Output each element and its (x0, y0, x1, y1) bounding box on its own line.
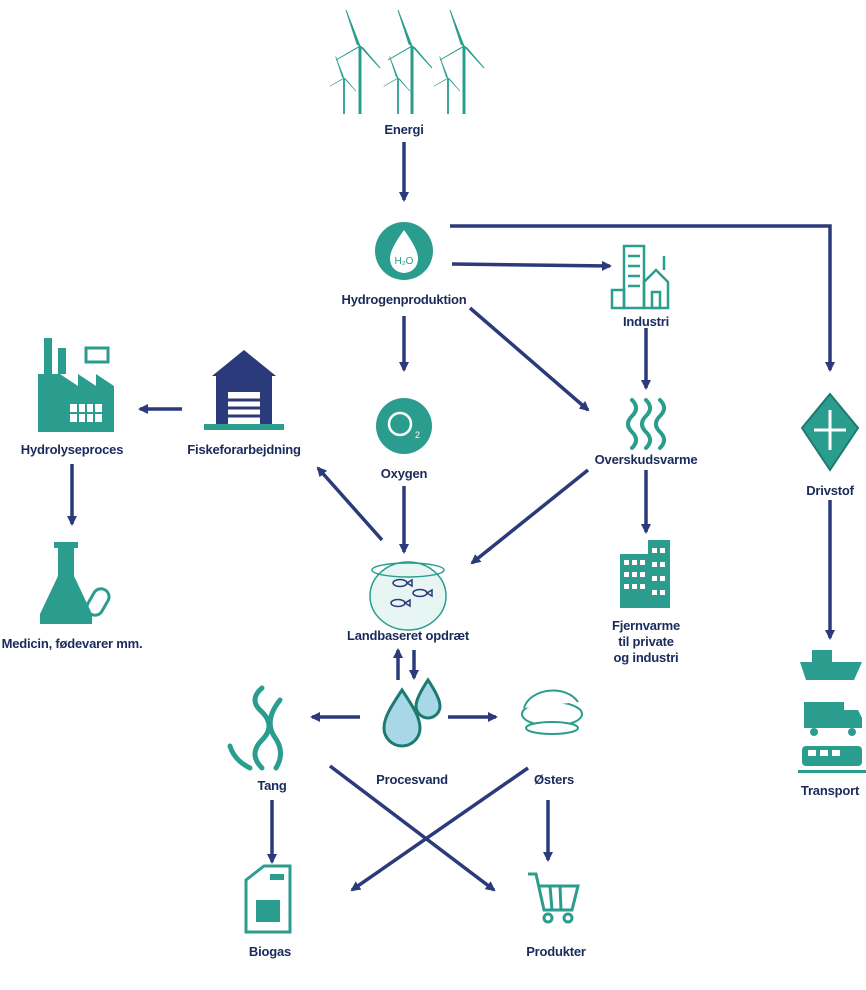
fjernvarme-line3: og industri (613, 650, 679, 665)
hydrogenproduktion-label: Hydrogenproduktion (341, 292, 467, 307)
drivstof-label: Drivstof (806, 483, 854, 498)
oxygen-label: Oxygen (380, 466, 428, 481)
seaweed-icon (227, 685, 283, 771)
gas-canister-icon (244, 864, 292, 934)
water-drop-h2o-icon: H₂O (375, 222, 433, 280)
fuel-diamond-icon (800, 392, 860, 472)
energi-label: Energi (384, 122, 424, 137)
procesvand-label: Procesvand (376, 772, 448, 787)
apartment-buildings-icon (620, 540, 670, 608)
arrow-overskud-landbaseret (470, 468, 590, 565)
fish-tank-icon (369, 561, 447, 631)
factory-icon (38, 338, 114, 432)
oesters-label: Østers (534, 772, 574, 787)
landbaseret-label: Landbaseret opdræt (346, 628, 470, 643)
arrow-hydrogen-industri (451, 260, 612, 271)
warehouse-icon (204, 350, 284, 430)
fjernvarme-line2: til private (618, 634, 674, 649)
flask-pill-icon (40, 542, 111, 624)
transport-label: Transport (800, 783, 860, 798)
arrow-oesters-biogas (350, 766, 529, 892)
svg-text:H₂O: H₂O (395, 256, 414, 267)
oyster-icon (521, 689, 583, 735)
water-drops-icon (382, 677, 442, 748)
ship-truck-train-icon (798, 650, 866, 773)
hydrolyseproces-label: Hydrolyseproces (20, 442, 124, 457)
svg-text:2: 2 (415, 430, 420, 440)
arrow-hydrogen-overskud (468, 306, 590, 412)
fiskeforarbejdning-label: Fiskeforarbejdning (187, 442, 301, 457)
overskudsvarme-label: Overskudsvarme (594, 452, 698, 467)
shopping-cart-icon (528, 872, 580, 924)
biogas-label: Biogas (248, 944, 292, 959)
arrow-landbaseret-fiske (316, 466, 384, 542)
produkter-label: Produkter (526, 944, 586, 959)
arrow-tang-produkter (328, 764, 496, 892)
industri-label: Industri (622, 314, 670, 329)
heat-waves-icon (626, 398, 666, 450)
fjernvarme-line1: Fjernvarme (611, 618, 681, 633)
arrows (67, 142, 835, 892)
medicin-label: Medicin, fødevarer mm. (1, 636, 143, 651)
factory-buildings-icon (610, 244, 670, 310)
oxygen-o2-icon: 2 (376, 398, 432, 454)
tang-label: Tang (257, 778, 287, 793)
arrow-hydrogen-drivstof (450, 224, 835, 372)
wind-turbines-icon (329, 9, 485, 115)
